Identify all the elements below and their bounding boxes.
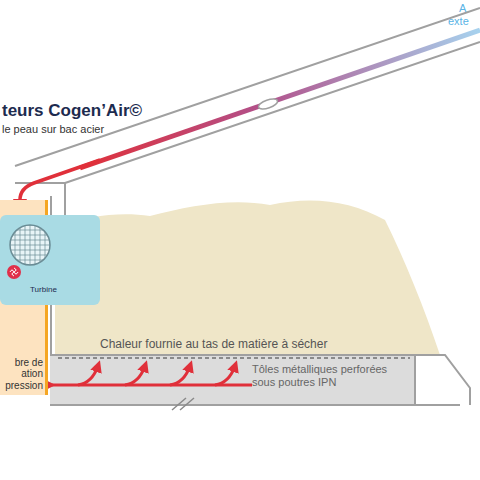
node-label: bre de ation pression [0,357,43,392]
turbine-box: Turbine [0,215,100,305]
turbine-fan [7,265,21,279]
fan-blades [10,268,18,276]
break-mark [172,398,194,410]
hot-air-arrow [170,366,190,385]
air-label: A [459,2,466,14]
hot-air-arrow [215,366,235,385]
perforated-sheet [58,357,410,359]
air-collector [80,30,480,168]
air-duct: Chaleur fournie au tas de matière à séch… [50,355,415,405]
subtitle: le peau sur bac acier [2,123,104,135]
node-label: Turbine [30,285,57,294]
turbine-grille [10,225,50,265]
roof-fitting [257,97,279,111]
material-pile [55,200,440,355]
diagram-title: teurs Cogen’Air© [2,101,142,121]
air-label: exte [448,15,469,27]
roof-line [15,8,480,166]
duct-outline [50,355,470,405]
node-label: Chaleur fournie au tas de matière à séch… [100,338,327,352]
duct-fill [50,355,415,405]
hot-air-arrow [78,366,98,385]
node-text: Tôles métalliques perforées sous poutres… [252,363,402,388]
hot-air-arrow [125,366,145,385]
grille-mesh [10,225,50,265]
